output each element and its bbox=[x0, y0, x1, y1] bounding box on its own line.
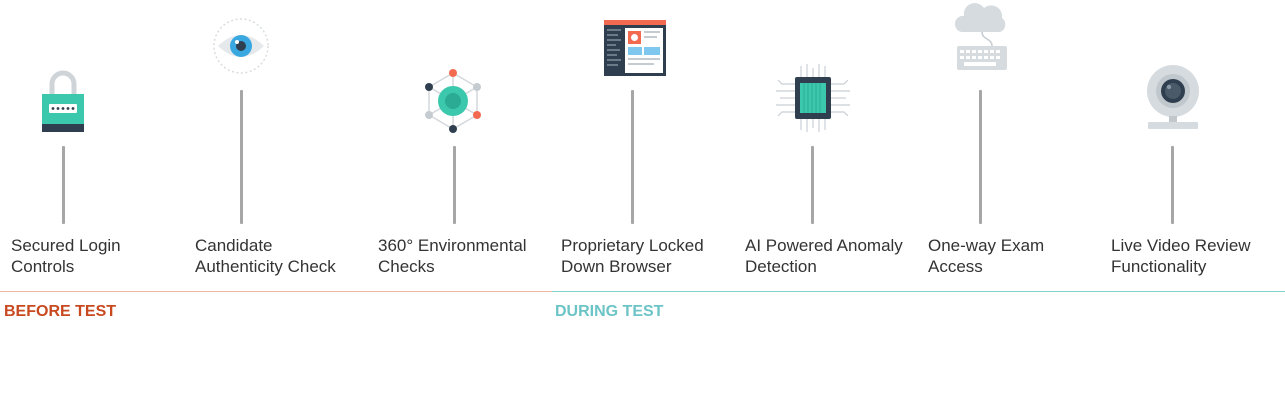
feature-label: AI Powered Anomaly Detection bbox=[745, 236, 903, 276]
feature-label: One-way Exam Access bbox=[928, 236, 1045, 276]
before-test-divider bbox=[0, 291, 552, 292]
connector-line bbox=[979, 90, 982, 224]
connector-line bbox=[631, 90, 634, 224]
connector-line bbox=[1171, 146, 1174, 224]
eye-icon bbox=[213, 18, 269, 74]
feature-label: Secured Login Controls bbox=[11, 236, 121, 276]
padlock-icon bbox=[42, 70, 84, 132]
cloud-keyboard-icon bbox=[954, 3, 1007, 70]
connector-line bbox=[811, 146, 814, 224]
feature-label: Live Video Review Functionality bbox=[1111, 236, 1251, 276]
microchip-icon bbox=[776, 64, 850, 132]
webcam-icon bbox=[1147, 65, 1199, 129]
network-icon bbox=[425, 69, 481, 133]
during-test-label: DURING TEST bbox=[555, 303, 664, 320]
connector-line bbox=[453, 146, 456, 224]
feature-label: 360° Environmental Checks bbox=[378, 236, 527, 276]
browser-window-icon bbox=[604, 20, 666, 76]
during-test-divider bbox=[552, 291, 1285, 292]
feature-label: Candidate Authenticity Check bbox=[195, 236, 336, 276]
connector-line bbox=[240, 90, 243, 224]
connector-line bbox=[62, 146, 65, 224]
feature-label: Proprietary Locked Down Browser bbox=[561, 236, 704, 276]
before-test-label: BEFORE TEST bbox=[4, 303, 117, 320]
